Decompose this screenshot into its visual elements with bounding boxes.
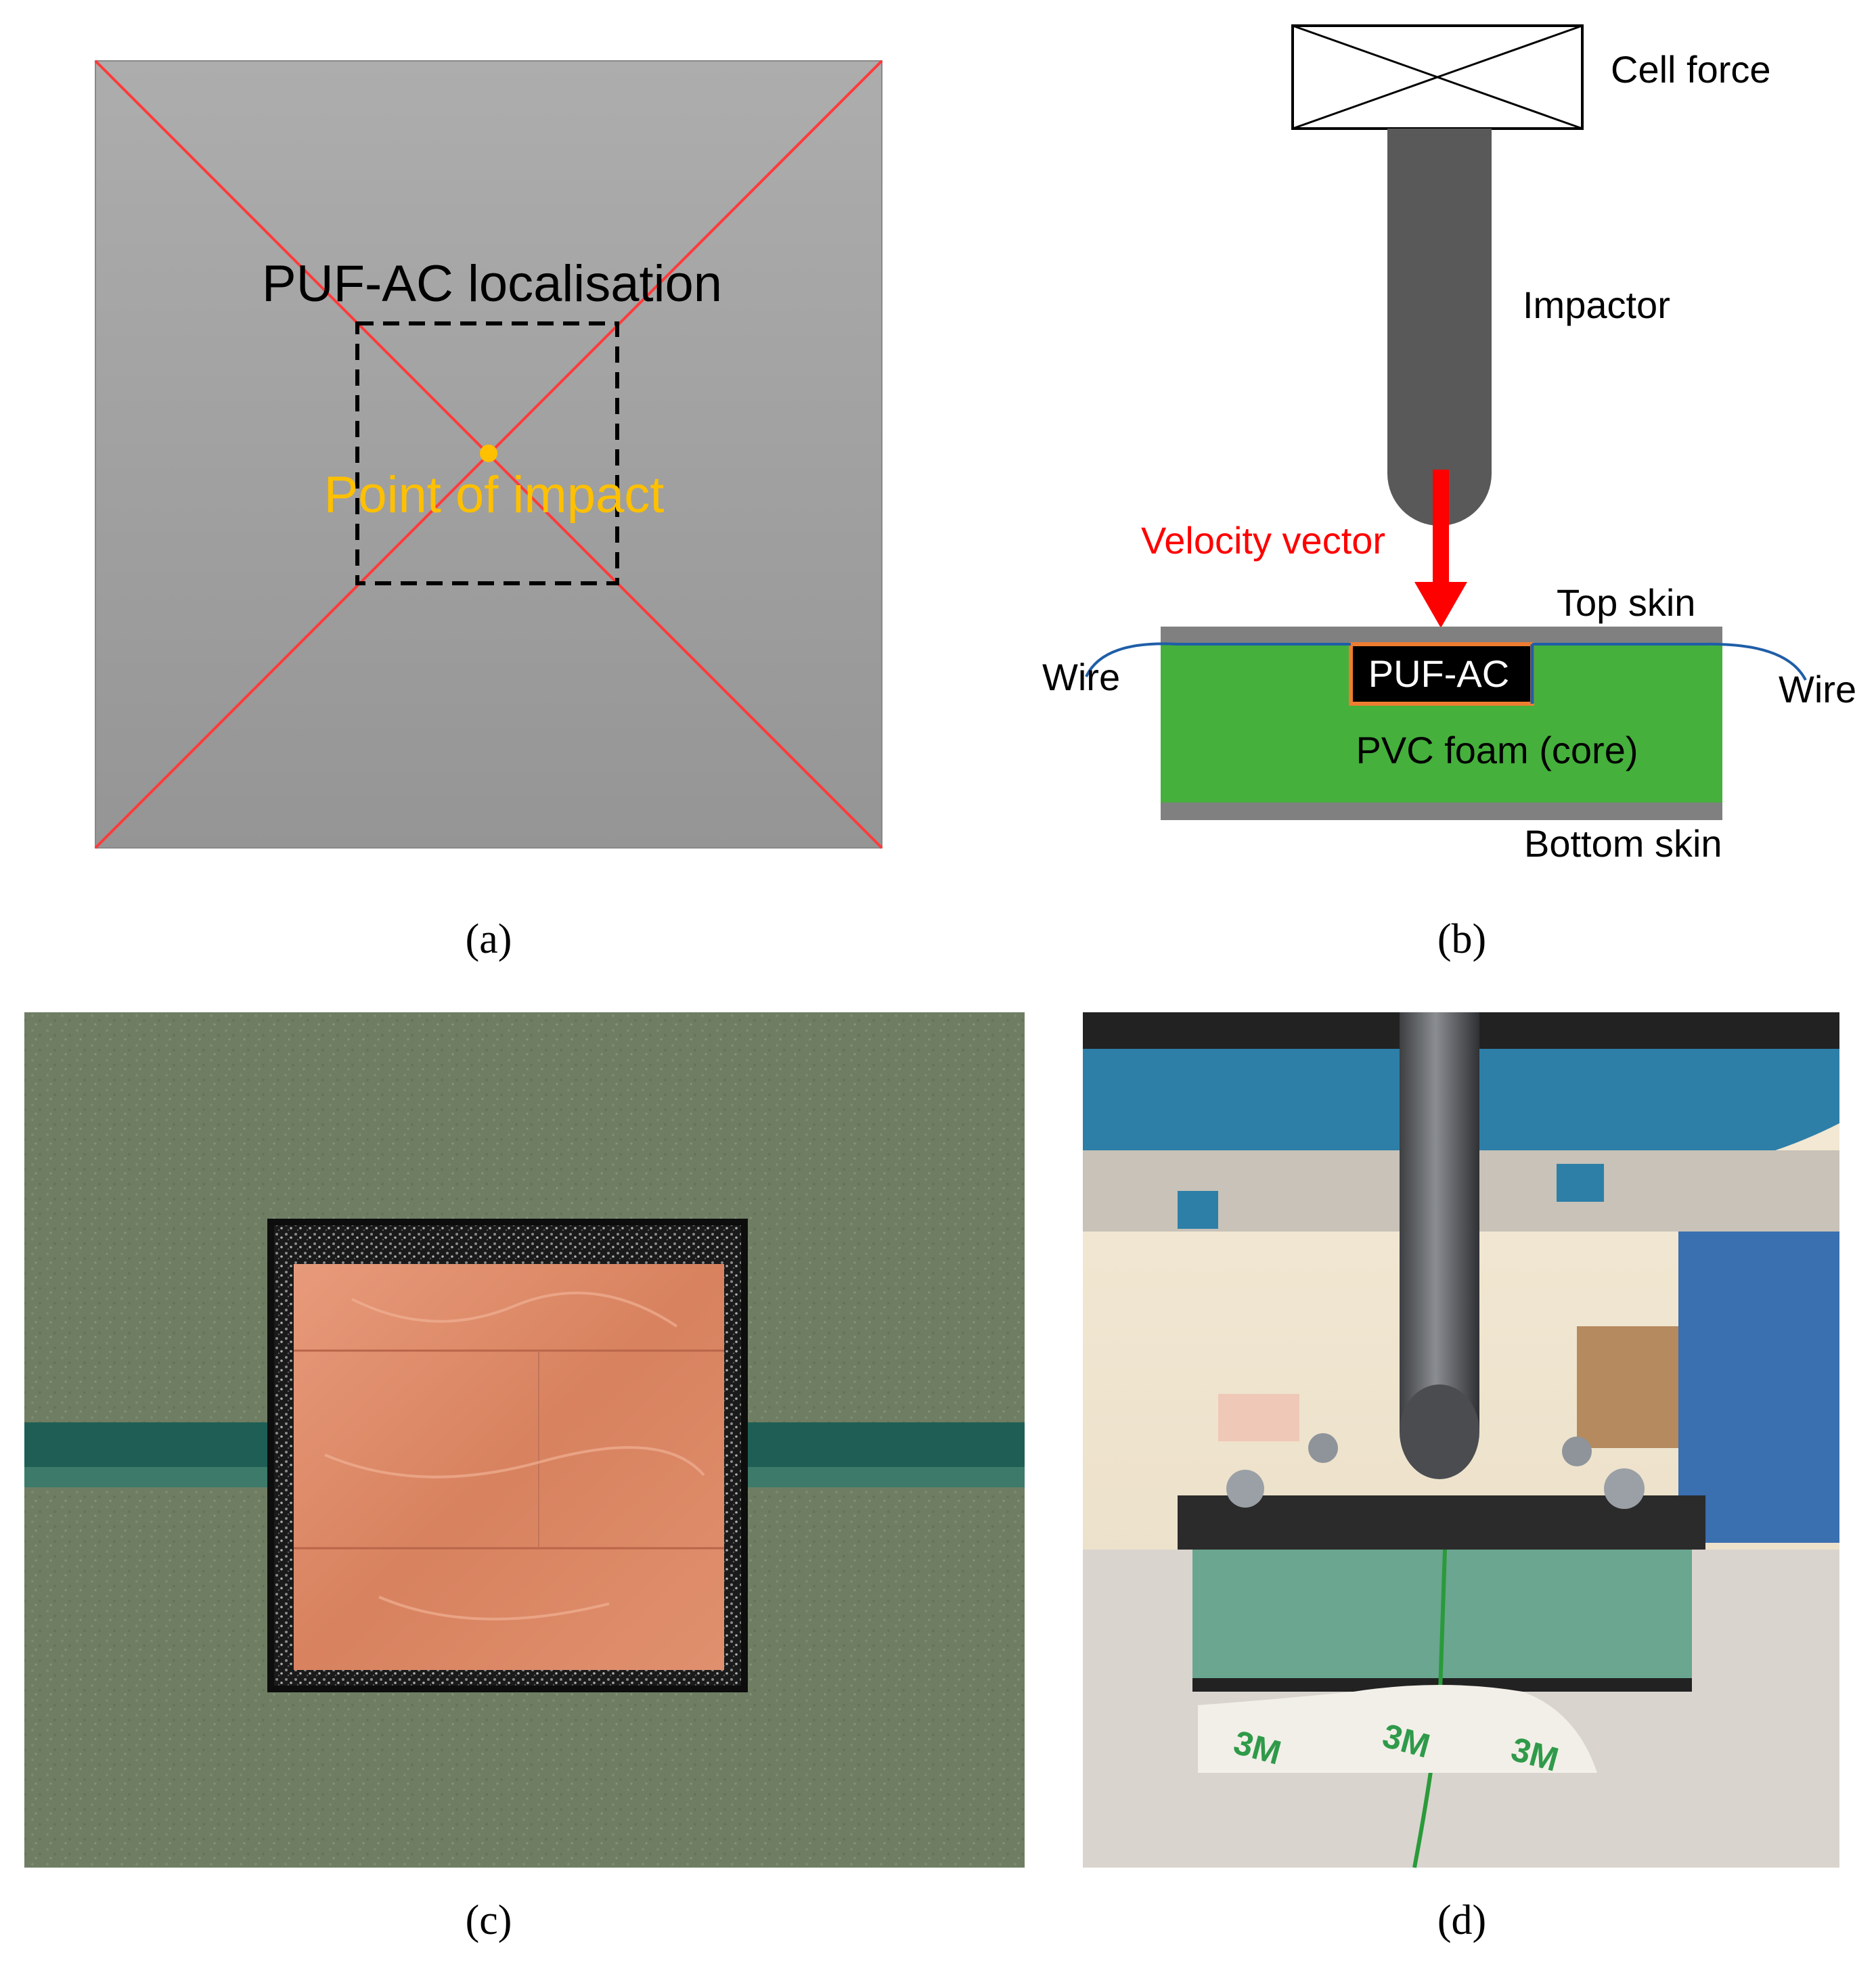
- rig-blue-clamp-1: [1178, 1191, 1218, 1229]
- bottom-skin: [1161, 803, 1722, 820]
- velocity-vector-label: Velocity vector: [1141, 519, 1385, 562]
- bolt-1: [1226, 1470, 1264, 1508]
- 3m-tape-strip: [1198, 1685, 1597, 1773]
- velocity-arrow-head: [1414, 582, 1467, 628]
- panel-b: Cell force Impactor Velocity vector Top …: [1042, 24, 1856, 962]
- bolt-3: [1308, 1433, 1338, 1463]
- panel-c-photo: (c): [24, 1012, 1025, 1943]
- caption-b: (b): [1437, 916, 1486, 962]
- impact-point-dot: [480, 445, 497, 462]
- caption-d: (d): [1437, 1897, 1486, 1943]
- rig-blue-clamp-2: [1557, 1164, 1604, 1202]
- cell-force-label: Cell force: [1611, 48, 1771, 91]
- impactor-label: Impactor: [1523, 284, 1670, 326]
- impactor-rod: [1387, 129, 1492, 526]
- copper-wrinkle: [324, 1291, 705, 1621]
- cardboard-box: [1577, 1326, 1678, 1448]
- top-skin-label: Top skin: [1557, 581, 1695, 624]
- top-skin: [1161, 627, 1722, 643]
- point-of-impact-label: Point of impact: [324, 466, 665, 524]
- wall-bracket: [1218, 1394, 1299, 1441]
- wire-right-label: Wire: [1779, 668, 1856, 710]
- impactor-rod-photo: [1400, 1012, 1479, 1432]
- wire-right: [1532, 642, 1807, 681]
- copper-tape-electrode: [294, 1264, 724, 1670]
- bolt-2: [1604, 1468, 1645, 1509]
- panel-d-photo: 3M 3M 3M (d): [1083, 1012, 1839, 1943]
- caption-c: (c): [466, 1897, 512, 1943]
- pvc-foam-core-label: PVC foam (core): [1356, 729, 1638, 771]
- puf-ac-sensor-label: PUF-AC: [1368, 652, 1509, 695]
- blue-wall-panel: [1678, 1232, 1839, 1543]
- caption-a: (a): [466, 916, 512, 962]
- bottom-skin-label: Bottom skin: [1524, 822, 1722, 865]
- puf-ac-region-box: [355, 321, 619, 585]
- velocity-arrow-shaft: [1433, 470, 1449, 589]
- wire-left-label: Wire: [1042, 656, 1120, 698]
- bolt-4: [1562, 1437, 1592, 1466]
- panel-a: PUF-AC localisation Point of impact (a): [94, 60, 883, 962]
- puf-ac-sensor: [1349, 642, 1534, 706]
- cell-force-cross-2: [1292, 24, 1583, 130]
- puf-ac-localisation-label: PUF-AC localisation: [262, 255, 722, 313]
- impactor-tip-photo: [1400, 1384, 1479, 1479]
- wire-left: [1085, 642, 1351, 677]
